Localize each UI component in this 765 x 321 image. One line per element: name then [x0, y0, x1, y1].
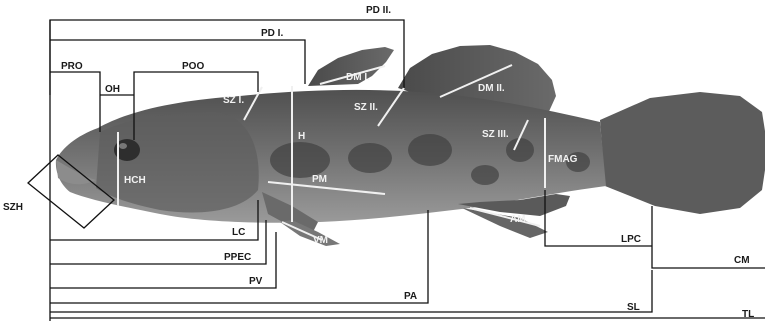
label-oh: OH [105, 84, 120, 95]
label-vm: VM [313, 235, 328, 246]
label-pd1: PD I. [261, 28, 283, 39]
label-pro: PRO [61, 61, 83, 72]
label-tl: TL [742, 309, 754, 320]
label-ppec: PPEC [224, 252, 251, 263]
label-dm2: DM II. [478, 83, 505, 94]
label-cm: CM [734, 255, 750, 266]
label-lc: LC [232, 227, 245, 238]
label-poo: POO [182, 61, 204, 72]
label-hch: HCH [124, 175, 146, 186]
label-h: H [298, 131, 305, 142]
label-lpc: LPC [621, 234, 641, 245]
label-pv: PV [249, 276, 263, 287]
pd1-bracket [50, 40, 305, 84]
label-dm1: DM I. [346, 72, 370, 83]
label-sz1: SZ I. [223, 95, 244, 106]
label-sz2: SZ II. [354, 102, 378, 113]
label-pd2: PD II. [366, 5, 391, 16]
fish-illustration [56, 45, 765, 246]
label-am: AM [510, 214, 526, 225]
fish-eye-highlight [119, 143, 127, 149]
label-pa: PA [404, 291, 417, 302]
label-pm: PM [312, 174, 327, 185]
pro-bracket [50, 72, 100, 132]
head-shading [96, 112, 259, 213]
label-fmag: FMAG [548, 154, 578, 165]
label-sl: SL [627, 302, 640, 313]
caudal-fin [600, 92, 765, 214]
label-sz3: SZ III. [482, 129, 509, 140]
sl-bracket [50, 270, 652, 312]
label-szh: SZH [3, 202, 23, 213]
